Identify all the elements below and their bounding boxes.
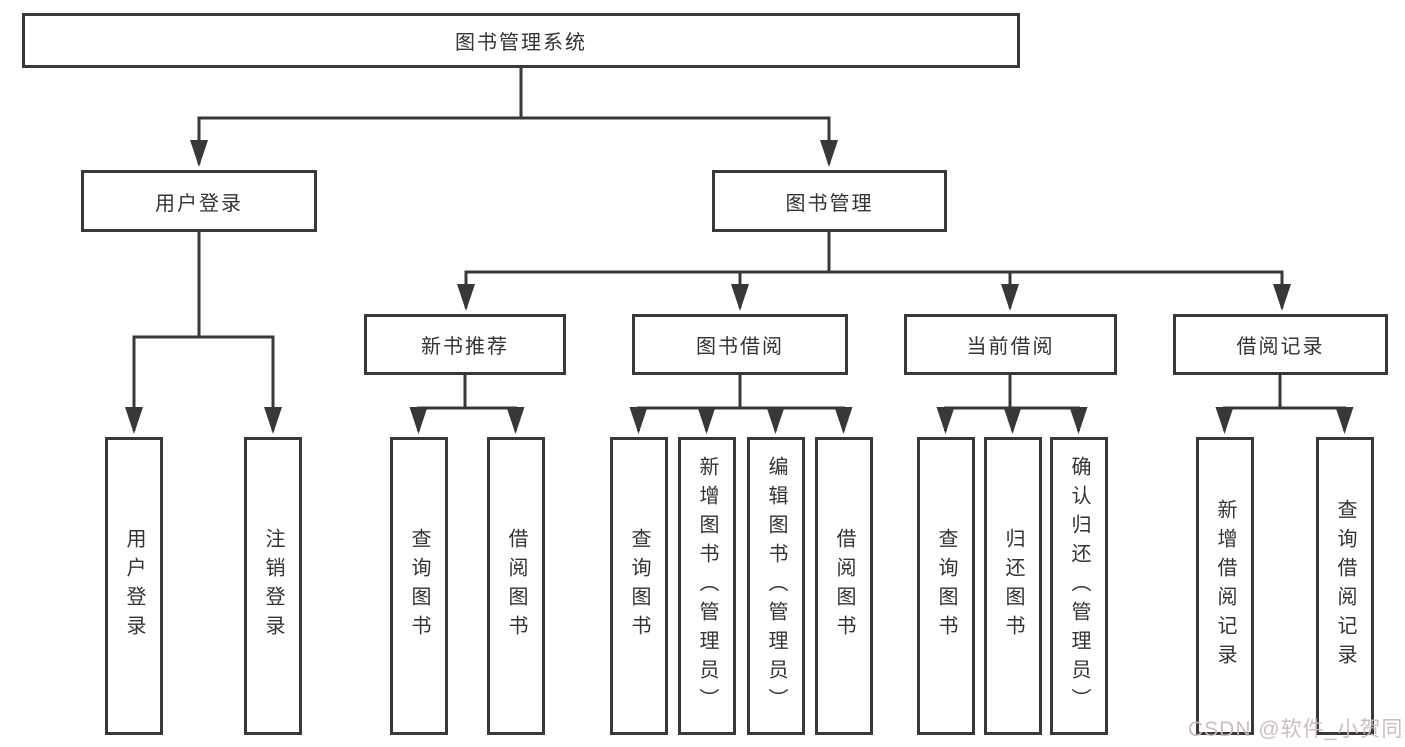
leaf-user-login: 用户登录 bbox=[105, 437, 163, 735]
connector-new-books-children bbox=[409, 375, 525, 434]
connector-book-mgmt-children bbox=[457, 232, 1291, 311]
csdn-watermark: CSDN @软件_小贺同学 bbox=[1188, 718, 1405, 741]
leaf-borrow-borrow-book: 借阅图书 bbox=[815, 437, 873, 735]
node-borrow-records: 借阅记录 bbox=[1173, 314, 1388, 375]
connector-book-borrow-children bbox=[629, 375, 853, 434]
node-book-mgmt: 图书管理 bbox=[712, 170, 947, 232]
leaf-logout: 注销登录 bbox=[244, 437, 302, 735]
connector-borrow-records-children bbox=[1215, 375, 1354, 434]
connector-root-to-level2 bbox=[190, 68, 838, 167]
node-book-borrow: 图书借阅 bbox=[632, 314, 848, 375]
leaf-current-query: 查询图书 bbox=[917, 437, 975, 735]
node-root: 图书管理系统 bbox=[22, 13, 1020, 68]
leaf-records-query: 查询借阅记录 bbox=[1316, 437, 1374, 735]
leaf-current-return: 归还图书 bbox=[984, 437, 1042, 735]
leaf-newbooks-query: 查询图书 bbox=[390, 437, 448, 735]
leaf-current-confirm-return: 确认归还（管理员） bbox=[1050, 437, 1108, 735]
connector-current-borrow-children bbox=[936, 375, 1088, 434]
connector-user-login-children bbox=[125, 232, 282, 434]
node-user-login: 用户登录 bbox=[81, 170, 317, 232]
node-new-books: 新书推荐 bbox=[364, 314, 566, 375]
leaf-borrow-query: 查询图书 bbox=[610, 437, 668, 735]
leaf-borrow-add-book: 新增图书（管理员） bbox=[678, 437, 736, 735]
leaf-newbooks-borrow: 借阅图书 bbox=[487, 437, 545, 735]
leaf-records-add: 新增借阅记录 bbox=[1196, 437, 1254, 735]
leaf-borrow-edit-book: 编辑图书（管理员） bbox=[747, 437, 805, 735]
node-current-borrow: 当前借阅 bbox=[904, 314, 1117, 375]
